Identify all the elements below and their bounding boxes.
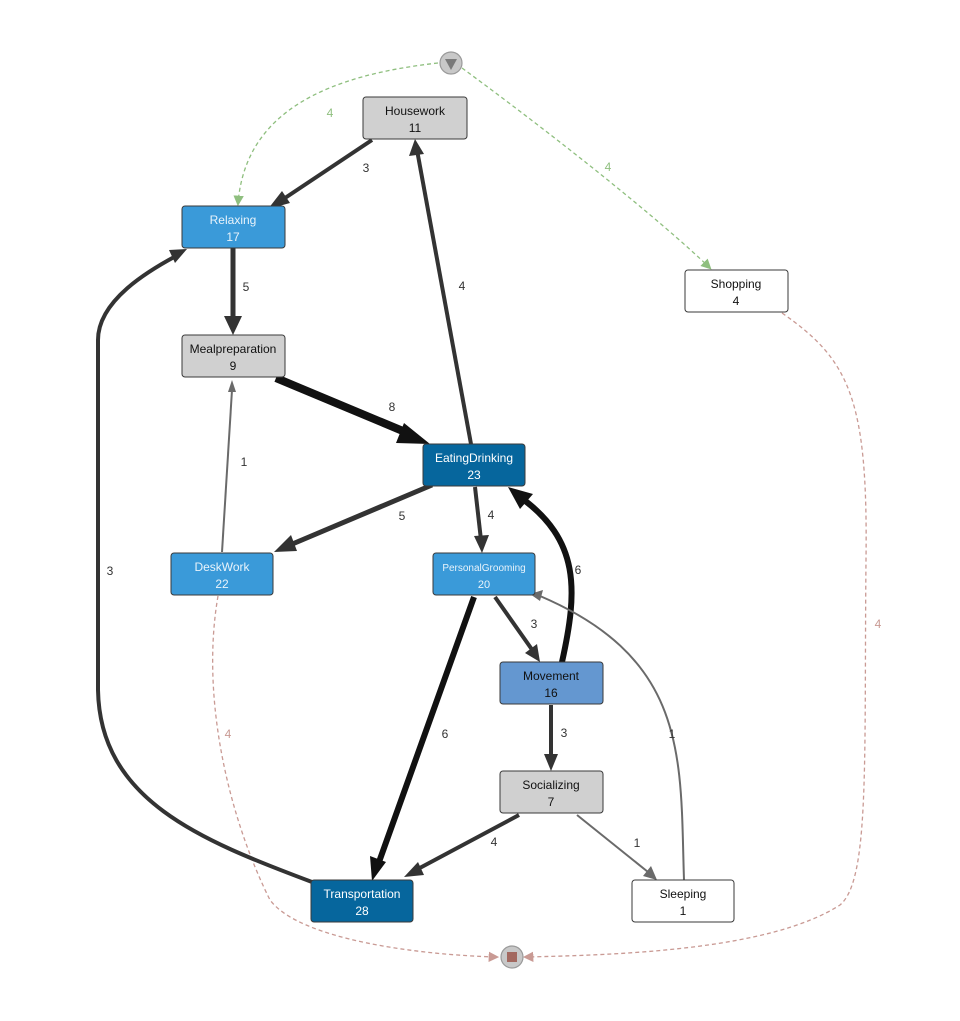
arrowhead-transportation — [370, 856, 386, 881]
edge-label-movement-socializing: 3 — [561, 726, 568, 740]
arrowhead-movement — [525, 644, 540, 662]
edge-label-movement-eatingdrinking: 6 — [575, 563, 582, 577]
arrowhead-sleeping — [643, 866, 657, 880]
edge-label-deskwork-end: 4 — [225, 727, 232, 741]
edge-label-shopping-end: 4 — [875, 617, 882, 631]
node-count: 28 — [355, 904, 369, 918]
edge-sleeping-personalgrooming — [539, 595, 685, 881]
node-count: 1 — [680, 904, 687, 918]
node-label: Movement — [523, 669, 580, 683]
edge-label-start-shopping: 4 — [605, 160, 612, 174]
node-count: 7 — [548, 795, 555, 809]
edge-eatingdrinking-deskwork — [289, 482, 433, 548]
node-deskwork[interactable]: DeskWork 22 — [170, 552, 274, 596]
edge-mealpreparation-eatingdrinking — [274, 374, 412, 438]
edge-label-housework-relaxing: 3 — [363, 161, 370, 175]
node-count: 16 — [544, 686, 558, 700]
edge-housework-relaxing — [274, 138, 374, 206]
node-count: 9 — [230, 359, 237, 373]
edge-label-start-relaxing: 4 — [327, 106, 334, 120]
arrowhead-personalgrooming — [474, 535, 489, 553]
arrowhead-mealpreparation-thin — [228, 380, 236, 392]
edge-deskwork-end — [212, 595, 500, 962]
arrowhead-transportation-2 — [404, 862, 424, 877]
node-shopping[interactable]: Shopping 4 — [684, 269, 789, 313]
arrowhead-personalgrooming-2 — [530, 590, 543, 601]
node-label: Housework — [385, 104, 446, 118]
edge-label-relaxing-mealpreparation: 5 — [243, 280, 250, 294]
node-label: DeskWork — [194, 560, 250, 574]
end-node — [500, 945, 524, 969]
node-count: 4 — [733, 294, 740, 308]
edge-start-relaxing — [233, 62, 439, 207]
edge-transportation-relaxing — [96, 254, 313, 884]
edge-personalgrooming-movement — [493, 595, 535, 653]
node-label: Socializing — [522, 778, 579, 792]
node-label: Shopping — [711, 277, 762, 291]
arrowhead-relaxing — [268, 191, 290, 209]
arrowhead-deskwork — [274, 535, 297, 552]
node-count: 23 — [467, 468, 481, 482]
edge-shopping-end — [522, 312, 867, 963]
edge-socializing-sleeping — [576, 814, 649, 873]
node-label: Relaxing — [210, 213, 257, 227]
arrowhead-eatingdrinking — [396, 423, 430, 444]
edge-label-socializing-sleeping: 1 — [634, 836, 641, 850]
node-count: 17 — [226, 230, 240, 244]
edge-label-eatingdrinking-housework: 4 — [459, 279, 466, 293]
node-movement[interactable]: Movement 16 — [499, 661, 604, 705]
edge-label-personalgrooming-transportation: 6 — [442, 727, 449, 741]
edge-start-shopping — [461, 67, 712, 270]
start-node — [439, 51, 463, 75]
edge-movement-eatingdrinking — [518, 494, 575, 663]
arrowhead-mealpreparation — [224, 316, 242, 335]
node-label: EatingDrinking — [435, 451, 513, 465]
arrowhead-housework — [409, 139, 424, 156]
arrowhead-socializing — [544, 754, 558, 771]
node-count: 20 — [478, 579, 490, 591]
node-transportation[interactable]: Transportation 28 — [310, 879, 414, 923]
edge-label-transportation-relaxing: 3 — [107, 564, 114, 578]
edge-label-personalgrooming-movement: 3 — [531, 617, 538, 631]
node-count: 22 — [215, 577, 229, 591]
edge-deskwork-mealpreparation — [221, 389, 233, 553]
node-housework[interactable]: Housework 11 — [362, 96, 468, 140]
edge-eatingdrinking-personalgrooming — [473, 486, 483, 541]
edge-label-eatingdrinking-personalgrooming: 4 — [488, 508, 495, 522]
node-label: Sleeping — [660, 887, 707, 901]
node-count: 11 — [409, 121, 422, 135]
node-eatingdrinking[interactable]: EatingDrinking 23 — [422, 443, 526, 487]
node-sleeping[interactable]: Sleeping 1 — [631, 879, 735, 923]
node-label: Mealpreparation — [190, 342, 277, 356]
edge-personalgrooming-transportation — [376, 595, 477, 864]
edge-eatingdrinking-housework — [415, 149, 473, 445]
arrowhead-relaxing-2 — [169, 249, 187, 263]
node-personalgrooming[interactable]: PersonalGrooming 20 — [432, 552, 536, 596]
edge-label-eatingdrinking-deskwork: 5 — [399, 509, 406, 523]
edge-label-socializing-transportation: 4 — [491, 835, 498, 849]
node-relaxing[interactable]: Relaxing 17 — [181, 205, 286, 249]
edge-label-sleeping-personalgrooming: 1 — [669, 727, 676, 741]
edge-socializing-transportation — [415, 813, 520, 872]
start-triangle-icon — [445, 59, 457, 70]
node-socializing[interactable]: Socializing 7 — [499, 770, 604, 814]
edge-label-deskwork-mealpreparation: 1 — [241, 455, 248, 469]
node-label: PersonalGrooming — [442, 563, 525, 574]
node-label: Transportation — [324, 887, 401, 901]
node-mealpreparation[interactable]: Mealpreparation 9 — [181, 334, 286, 378]
end-square-icon — [507, 952, 517, 962]
arrowhead-eatingdrinking-2 — [508, 487, 533, 509]
edge-label-mealpreparation-eatingdrinking: 8 — [389, 400, 396, 414]
